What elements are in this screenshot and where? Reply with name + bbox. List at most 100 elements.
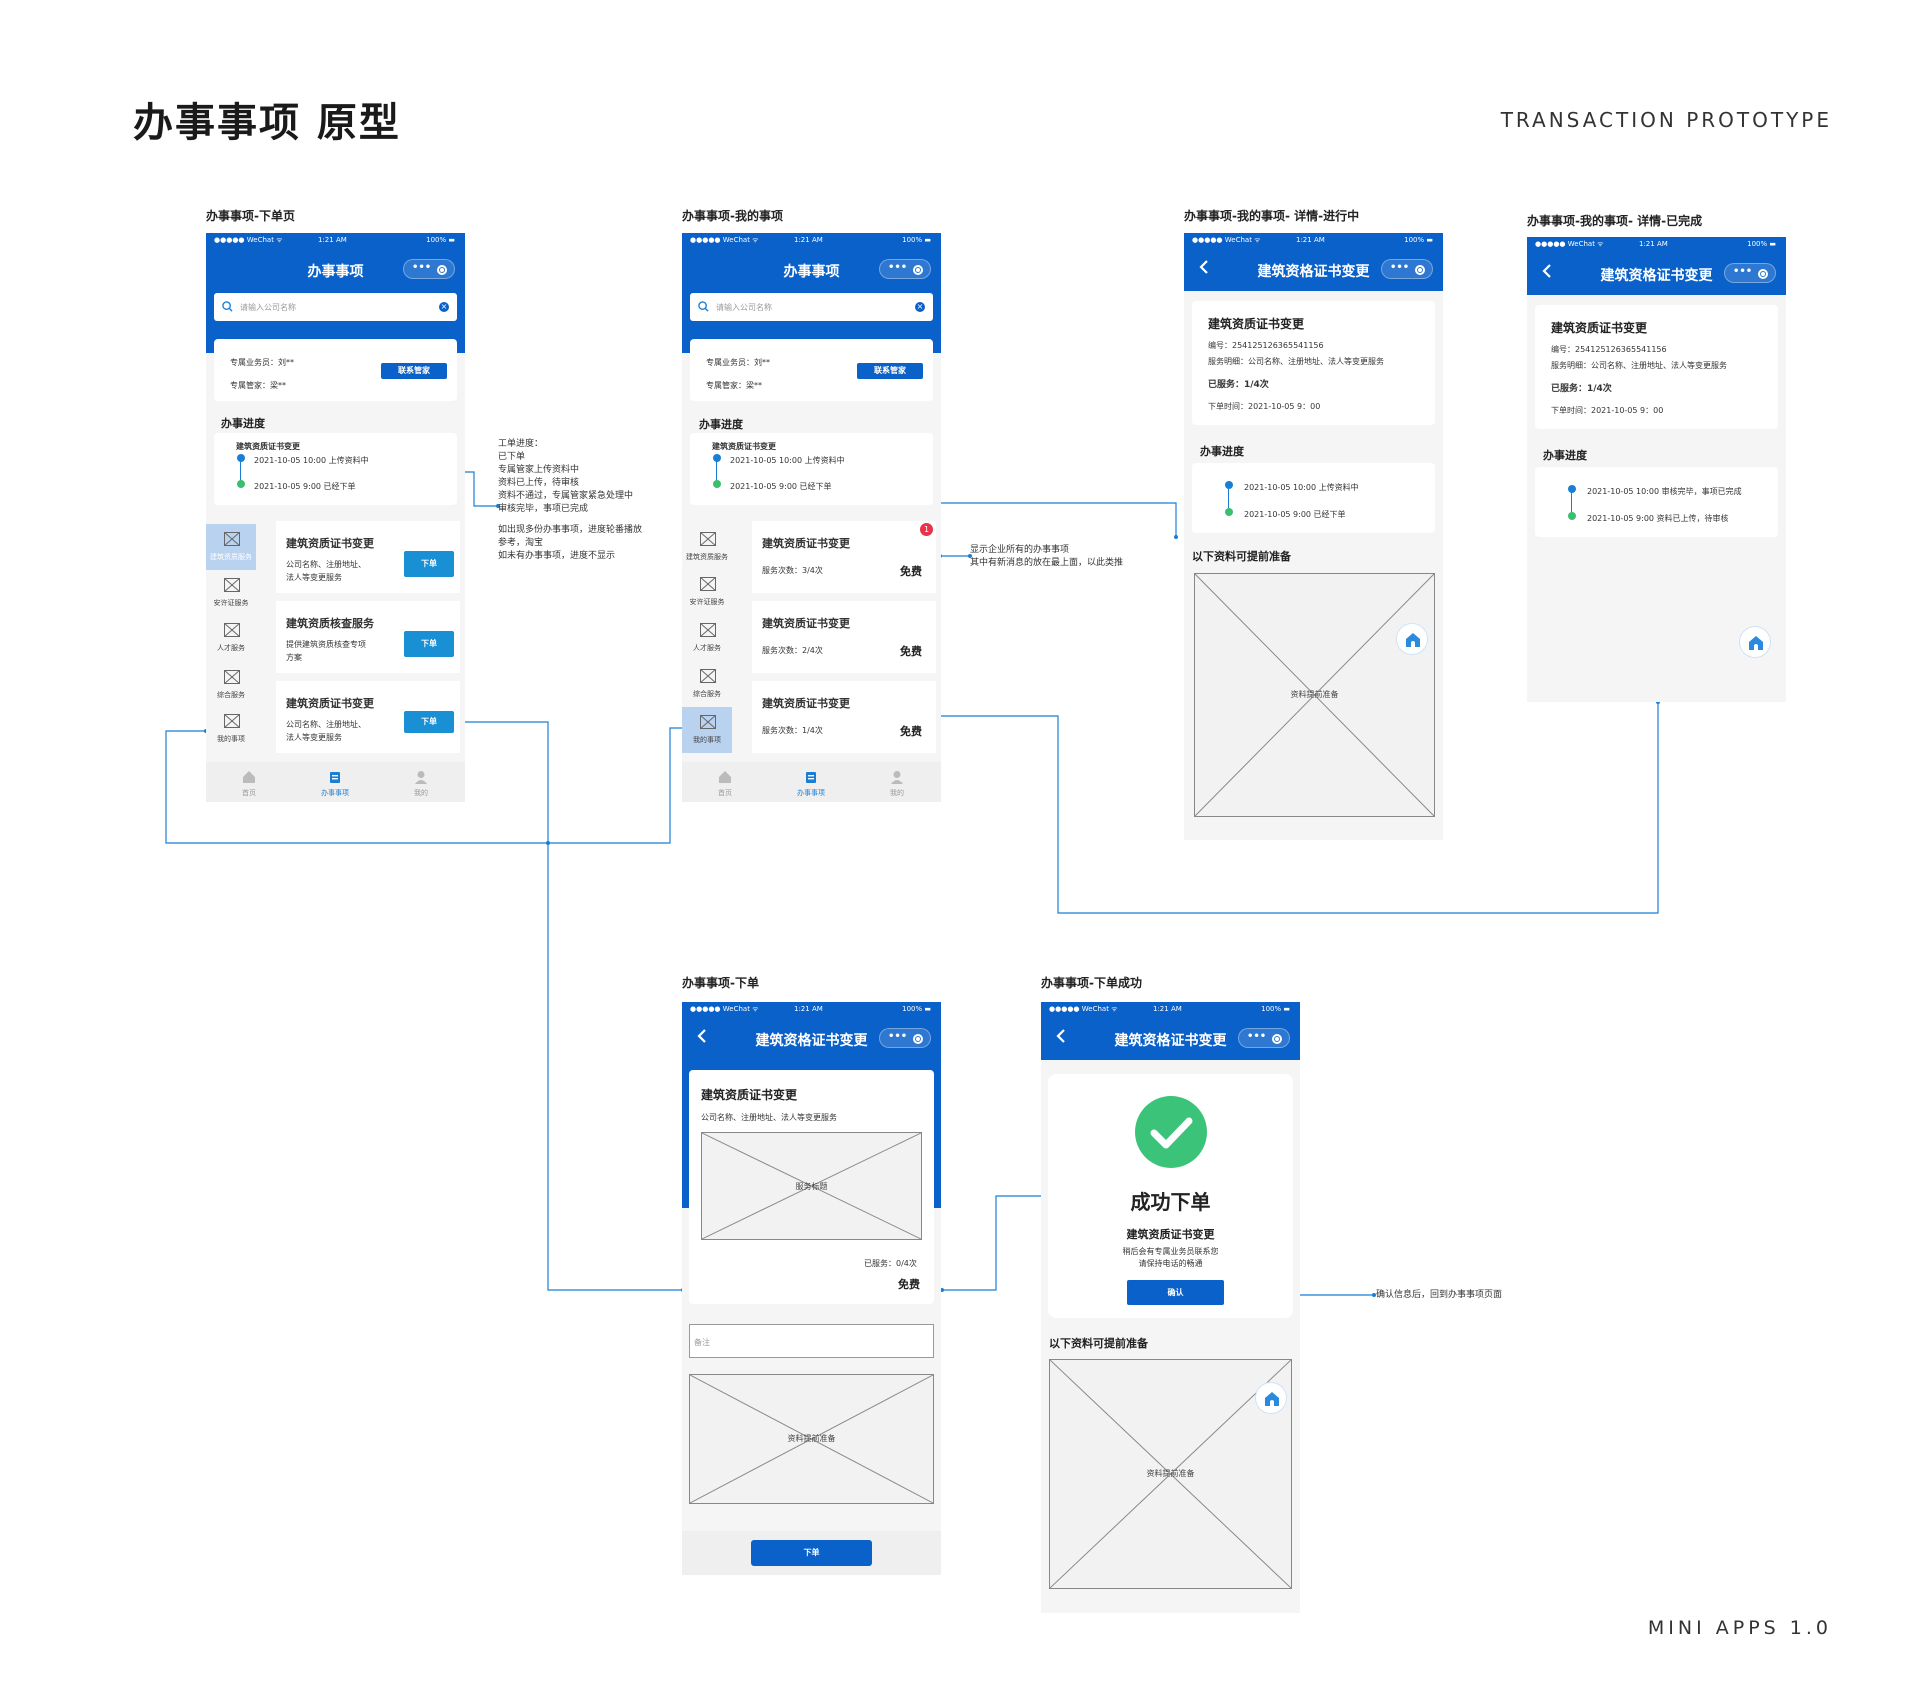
status-bar: ●●●●● WeChat ᯤ 1:21 AM 100% ▬ [682, 1002, 941, 1016]
contact-manager-button[interactable]: 联系管家 [857, 363, 923, 379]
contact-manager-button[interactable]: 联系管家 [381, 363, 447, 379]
search-placeholder: 请输入公司名称 [240, 303, 296, 312]
tab-affairs[interactable]: 办事事项 [292, 762, 378, 802]
nav-bar: 办事事项 ••• [682, 247, 941, 291]
more-icon[interactable]: ••• [888, 262, 908, 273]
close-circle-icon[interactable] [1758, 269, 1768, 279]
screen-caption: 办事事项-我的事项- 详情-进行中 [1184, 209, 1360, 223]
footer-version: MINI APPS 1.0 [1647, 1617, 1832, 1639]
close-circle-icon[interactable] [1415, 265, 1425, 275]
salesman-label: 专属业务员：刘** [230, 358, 294, 367]
home-icon [1406, 633, 1420, 647]
item-count: 服务次数：3/4次 [762, 566, 823, 575]
clipboard-icon [330, 772, 340, 783]
submit-order-button[interactable]: 下单 [751, 1540, 872, 1566]
progress-card[interactable]: 建筑资质证书变更 2021-10-05 10:00 上传资料中 2021-10-… [214, 433, 457, 505]
nav-title: 建筑资格证书变更 [1114, 1033, 1227, 1049]
back-icon[interactable] [696, 1028, 708, 1044]
home-float-button[interactable] [1396, 623, 1428, 655]
sidebar-item-building[interactable]: 建筑资质服务 [682, 524, 732, 570]
success-title: 成功下单 [1130, 1190, 1211, 1214]
item-title: 建筑资质证书变更 [1208, 317, 1305, 331]
item-price: 免费 [898, 1278, 920, 1291]
sidebar-item-talent[interactable]: 人才服务 [682, 615, 732, 661]
back-icon[interactable] [1541, 263, 1553, 279]
tab-bar: 首页 办事事项 我的 [682, 762, 941, 802]
more-icon[interactable]: ••• [888, 1031, 908, 1042]
home-float-button[interactable] [1255, 1382, 1287, 1414]
service-title: 建筑资质证书变更 [286, 697, 374, 710]
order-button[interactable]: 下单 [404, 631, 454, 657]
home-icon [719, 771, 731, 783]
nav-bar: 建筑资格证书变更 ••• [682, 1016, 941, 1060]
service-card: 建筑资质证书变更 公司名称、注册地址、 法人等变更服务 下单 [276, 681, 460, 753]
my-item-card[interactable]: 建筑资质证书变更 服务次数：2/4次 免费 [752, 601, 936, 673]
remark-input[interactable]: 备注 [689, 1324, 934, 1358]
clear-icon[interactable]: × [915, 302, 925, 312]
prep-title: 以下资料可提前准备 [1049, 1337, 1148, 1350]
my-item-card[interactable]: 建筑资质证书变更 服务次数：3/4次 免费 1 [752, 521, 936, 593]
more-icon[interactable]: ••• [1390, 262, 1410, 273]
tab-home[interactable]: 首页 [682, 762, 768, 802]
service-title: 建筑资质证书变更 [286, 537, 374, 550]
placeholder-icon [700, 669, 716, 683]
progress-step: 2021-10-05 9:00 资料已上传，待审核 [1587, 514, 1729, 523]
more-icon[interactable]: ••• [1733, 266, 1753, 277]
materials-placeholder: 资料提前准备 [1049, 1359, 1292, 1589]
progress-dot-done [237, 480, 245, 488]
search-input[interactable]: 请输入公司名称 × [214, 293, 457, 321]
progress-title: 办事进度 [699, 418, 743, 431]
progress-title: 办事进度 [1200, 445, 1244, 458]
back-icon[interactable] [1198, 259, 1210, 275]
home-icon [243, 771, 255, 783]
screen-order-page: ●●●●● WeChat ᯤ 1:21 AM 100% ▬ 办事事项 ••• 请… [206, 233, 465, 802]
sidebar-item-my-items[interactable]: 我的事项 [682, 707, 732, 753]
home-float-button[interactable] [1739, 626, 1771, 658]
item-price: 免费 [900, 565, 922, 578]
confirm-button[interactable]: 确认 [1127, 1280, 1224, 1305]
service-image-placeholder: 服务标题 [701, 1132, 922, 1240]
close-circle-icon[interactable] [1272, 1034, 1282, 1044]
search-icon [222, 301, 233, 312]
more-icon[interactable]: ••• [1247, 1031, 1267, 1042]
screen-caption: 办事事项-下单页 [206, 209, 295, 223]
my-item-card[interactable]: 建筑资质证书变更 服务次数：1/4次 免费 [752, 681, 936, 753]
capsule-menu[interactable]: ••• [1238, 1028, 1290, 1048]
clear-icon[interactable]: × [439, 302, 449, 312]
more-icon[interactable]: ••• [412, 262, 432, 273]
search-input[interactable]: 请输入公司名称 × [690, 293, 933, 321]
order-button[interactable]: 下单 [404, 551, 454, 577]
sidebar-item-safety[interactable]: 安许证服务 [682, 569, 732, 615]
sidebar-item-general[interactable]: 综合服务 [206, 662, 256, 708]
status-bar: ●●●●● WeChat ᯤ 1:21 AM 100% ▬ [1184, 233, 1443, 247]
back-icon[interactable] [1055, 1028, 1067, 1044]
progress-card[interactable]: 建筑资质证书变更 2021-10-05 10:00 上传资料中 2021-10-… [690, 433, 933, 505]
tab-affairs[interactable]: 办事事项 [768, 762, 854, 802]
capsule-menu[interactable]: ••• [1381, 259, 1433, 279]
progress-dot-current [1225, 481, 1233, 489]
search-icon [698, 301, 709, 312]
sidebar-item-building[interactable]: 建筑资质服务 [206, 524, 256, 570]
sidebar-item-my-items[interactable]: 我的事项 [206, 706, 256, 752]
tab-mine[interactable]: 我的 [854, 762, 940, 802]
progress-step: 2021-10-05 9:00 已经下单 [254, 482, 356, 491]
progress-dot-done [1568, 512, 1576, 520]
sidebar-item-safety[interactable]: 安许证服务 [206, 570, 256, 616]
progress-title: 办事进度 [221, 417, 265, 430]
order-button[interactable]: 下单 [404, 711, 454, 733]
tab-mine[interactable]: 我的 [378, 762, 464, 802]
close-circle-icon[interactable] [437, 265, 447, 275]
sidebar-item-talent[interactable]: 人才服务 [206, 615, 256, 661]
capsule-menu[interactable]: ••• [879, 1028, 931, 1048]
capsule-menu[interactable]: ••• [1724, 263, 1776, 283]
annotation-confirm: 确认信息后，回到办事事项页面 [1376, 1290, 1503, 1300]
capsule-menu[interactable]: ••• [879, 259, 931, 279]
close-circle-icon[interactable] [913, 265, 923, 275]
sidebar-item-general[interactable]: 综合服务 [682, 661, 732, 707]
nav-title: 建筑资格证书变更 [1600, 268, 1713, 284]
tab-home[interactable]: 首页 [206, 762, 292, 802]
capsule-menu[interactable]: ••• [403, 259, 455, 279]
nav-title: 办事事项 [307, 264, 364, 280]
item-count: 服务次数：1/4次 [762, 726, 823, 735]
close-circle-icon[interactable] [913, 1034, 923, 1044]
